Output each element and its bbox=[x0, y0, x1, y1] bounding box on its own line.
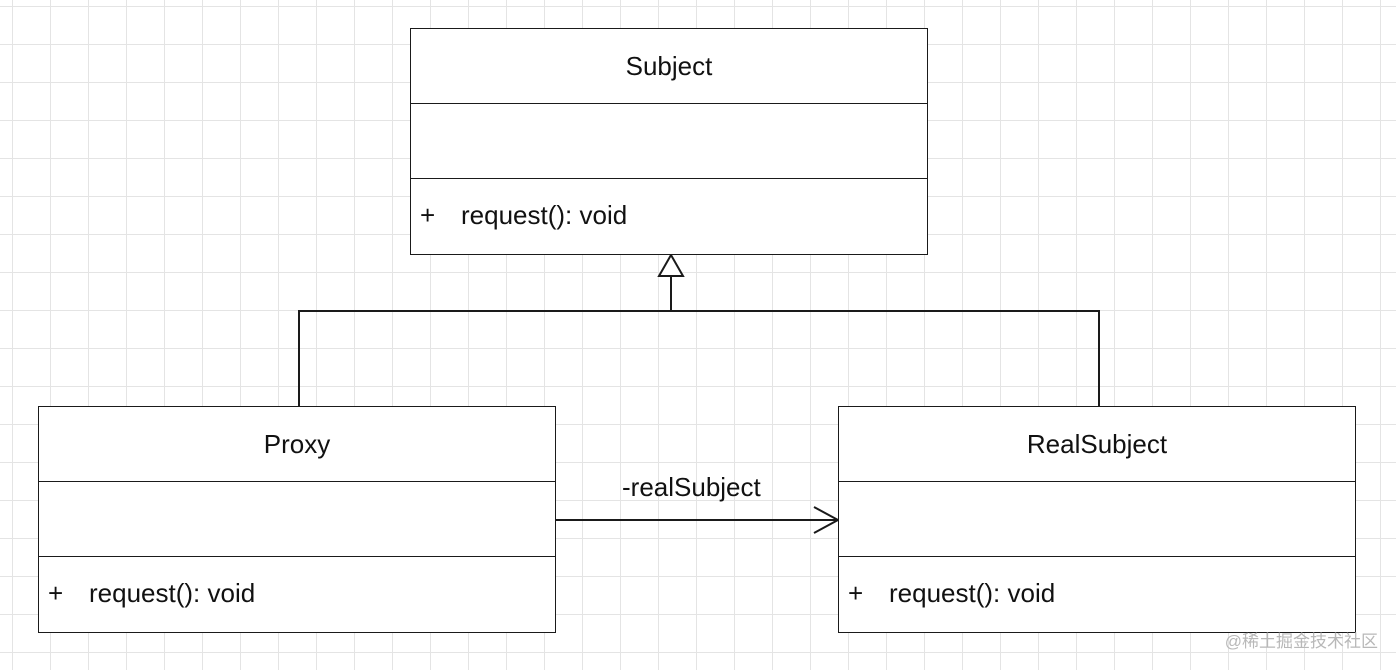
subject-operation-visibility: + bbox=[420, 200, 436, 230]
realsubject-class-name: RealSubject bbox=[839, 407, 1355, 482]
proxy-class-name-text: Proxy bbox=[263, 428, 331, 459]
proxy-class[interactable]: Proxy + request(): void bbox=[38, 406, 556, 633]
subject-class[interactable]: Subject + request(): void bbox=[410, 28, 928, 255]
generalization-arrowhead bbox=[657, 252, 685, 277]
proxy-operation-visibility: + bbox=[48, 578, 64, 608]
watermark-text: @稀土掘金技术社区 bbox=[1224, 632, 1378, 651]
realsubject-operation-visibility: + bbox=[848, 578, 864, 608]
subject-operations-compartment: + request(): void bbox=[411, 179, 927, 252]
proxy-attributes-compartment bbox=[39, 482, 555, 557]
realsubject-class-name-text: RealSubject bbox=[1026, 428, 1168, 459]
realsubject-operation-signature: request(): void bbox=[889, 578, 1056, 608]
realsubject-operations-compartment: + request(): void bbox=[839, 557, 1355, 630]
proxy-operations-compartment: + request(): void bbox=[39, 557, 555, 630]
subject-class-name-text: Subject bbox=[625, 50, 713, 81]
association-label: -realSubject bbox=[622, 472, 761, 502]
proxy-operation-request: + request(): void bbox=[39, 578, 255, 609]
generalization-line-realsubject bbox=[671, 310, 1100, 407]
proxy-class-name: Proxy bbox=[39, 407, 555, 482]
subject-operation-request: + request(): void bbox=[411, 200, 627, 231]
realsubject-operation-request: + request(): void bbox=[839, 578, 1055, 609]
realsubject-class[interactable]: RealSubject + request(): void bbox=[838, 406, 1356, 633]
generalization-line bbox=[298, 276, 672, 407]
subject-attributes-compartment bbox=[411, 104, 927, 179]
subject-operation-signature: request(): void bbox=[461, 200, 628, 230]
proxy-operation-signature: request(): void bbox=[89, 578, 256, 608]
realsubject-attributes-compartment bbox=[839, 482, 1355, 557]
subject-class-name: Subject bbox=[411, 29, 927, 104]
